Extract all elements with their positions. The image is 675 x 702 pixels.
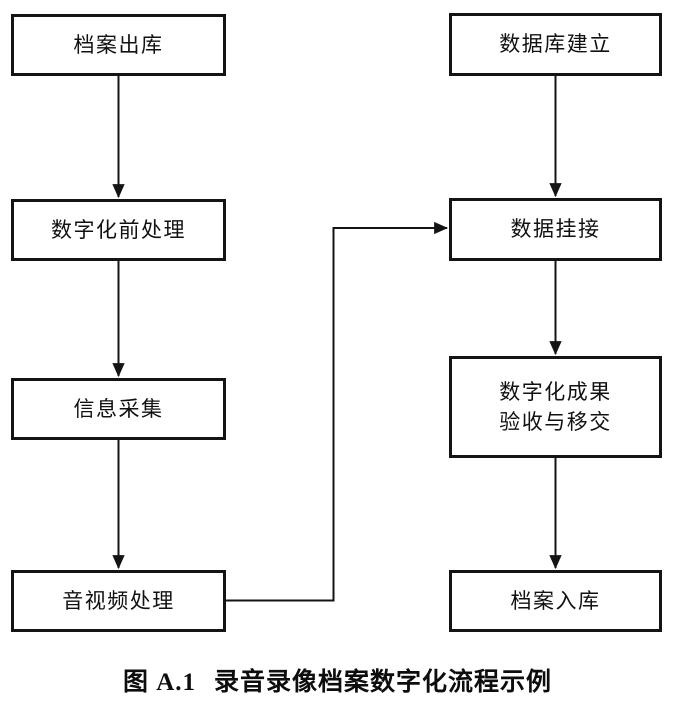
node-label: 信息采集 (73, 396, 164, 421)
node-archive-out[interactable]: 档案出库 (11, 14, 226, 76)
node-label: 档案入库 (510, 588, 601, 613)
edge-av-processing-to-data-linking (226, 221, 449, 602)
node-label: 数据库建立 (499, 32, 612, 57)
node-database-build[interactable]: 数据库建立 (449, 13, 662, 76)
figure-caption: 图 A.1 录音录像档案数字化流程示例 (0, 662, 675, 698)
node-label: 档案出库 (73, 32, 164, 57)
figure-caption-label: 图 A.1 (122, 669, 197, 696)
node-label: 音视频处理 (62, 588, 175, 613)
node-label: 数字化前处理 (51, 217, 186, 242)
node-av-processing[interactable]: 音视频处理 (11, 570, 226, 632)
node-pre-digitization[interactable]: 数字化前处理 (11, 199, 226, 261)
figure-caption-title: 录音录像档案数字化流程示例 (214, 669, 553, 696)
node-info-collection[interactable]: 信息采集 (11, 378, 226, 440)
node-data-linking[interactable]: 数据挂接 (449, 198, 662, 261)
node-archive-in[interactable]: 档案入库 (449, 570, 662, 632)
node-label: 数据挂接 (510, 217, 601, 242)
node-result-acceptance[interactable]: 数字化成果 验收与移交 (449, 356, 662, 458)
node-label-line1: 数字化成果 (499, 379, 612, 404)
node-label-line2: 验收与移交 (499, 410, 612, 434)
